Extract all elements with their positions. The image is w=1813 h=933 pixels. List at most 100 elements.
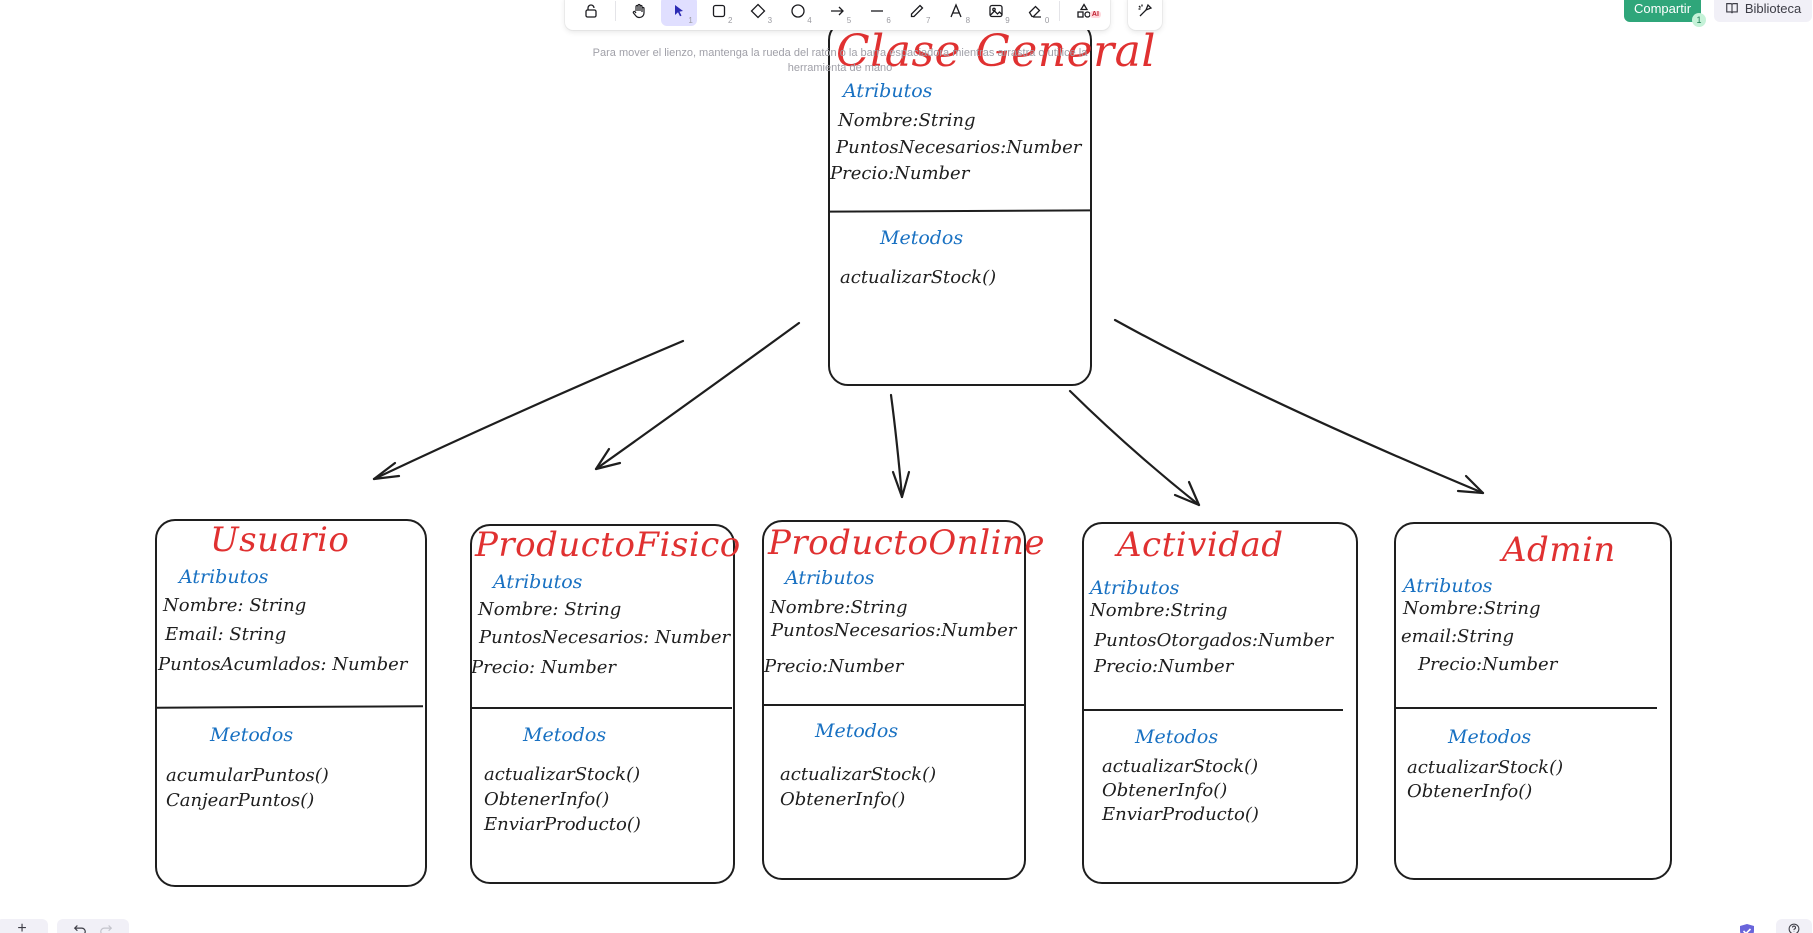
eraser-icon [1029, 5, 1042, 18]
class-box-admin[interactable] [1394, 522, 1672, 880]
attribute-line: Nombre:String [1090, 600, 1228, 621]
diamond-icon [750, 3, 766, 19]
class-box-productofisico[interactable] [470, 524, 735, 884]
arrow-to-productofisico[interactable] [594, 321, 801, 471]
attributes-label-productofisico: Atributos [493, 571, 583, 593]
attribute-line: Nombre:String [838, 110, 976, 131]
rectangle-tool-button[interactable]: 2 [701, 0, 737, 26]
toolbar-divider [1059, 1, 1061, 21]
arrow-to-admin[interactable] [1113, 318, 1485, 495]
class-box-usuario[interactable] [155, 519, 427, 887]
class-box-actividad[interactable] [1082, 522, 1358, 884]
book-icon [1725, 3, 1738, 14]
arrow-to-productoonline[interactable] [889, 393, 911, 499]
library-button[interactable]: Biblioteca [1714, 0, 1812, 22]
arrow-to-usuario[interactable] [372, 339, 685, 481]
attributes-label-admin: Atributos [1403, 575, 1493, 597]
attribute-line: Nombre: String [478, 599, 622, 620]
class-title-productoonline: ProductoOnline [768, 523, 1045, 563]
diamond-tool-button[interactable]: 3 [740, 0, 776, 26]
tool-shortcut: 2 [727, 16, 733, 25]
pointer-icon [675, 5, 683, 17]
methods-label-usuario: Metodos [210, 724, 294, 746]
toolbar-divider [614, 1, 616, 21]
redo-icon[interactable] [99, 922, 113, 933]
class-title-general: Clase General [836, 26, 1156, 77]
tool-shortcut: 1 [688, 16, 693, 25]
class-box-productoonline[interactable] [762, 520, 1026, 880]
shapes-ai-tool-button[interactable]: AI [1066, 0, 1102, 26]
collaborator-count-badge: 1 [1692, 13, 1706, 27]
eraser-tool-button[interactable]: 0 [1018, 0, 1054, 26]
selection-tool-button[interactable]: 1 [661, 0, 697, 26]
ellipse-tool-button[interactable]: 4 [780, 0, 816, 26]
attributes-label-actividad: Atributos [1090, 577, 1180, 599]
main-toolbar: 1 2 3 4 5 6 7 8 9 0 AI [565, 0, 1110, 30]
arrow-right-icon [831, 6, 845, 16]
unlock-icon [585, 4, 597, 18]
ellipse-icon [791, 4, 805, 18]
method-line: ObtenerInfo() [780, 789, 906, 810]
divider-productoonline [763, 704, 1024, 706]
laser-tool-button[interactable] [1128, 0, 1162, 30]
tool-shortcut: 7 [926, 16, 931, 25]
lock-tool-button[interactable] [573, 0, 609, 26]
canvas-hint: Para mover el lienzo, mantenga la rueda … [592, 47, 1088, 74]
tool-shortcut: 8 [965, 16, 971, 25]
arrow-tool-button[interactable]: 5 [820, 0, 856, 26]
hand-tool-button[interactable] [622, 0, 658, 26]
share-button[interactable]: Compartir 1 [1624, 0, 1706, 27]
attribute-line: PuntosAcumlados: Number [158, 654, 408, 675]
pencil-tool-button[interactable]: 7 [899, 0, 935, 26]
methods-label-general: Metodos [880, 227, 964, 249]
image-tool-button[interactable]: 9 [978, 0, 1014, 26]
attribute-line: PuntosNecesarios:Number [836, 137, 1082, 158]
text-icon [950, 3, 962, 18]
attributes-label-productoonline: Atributos [785, 567, 875, 589]
attribute-line: Precio:Number [830, 163, 970, 184]
shield-check-icon[interactable] [1739, 924, 1755, 933]
arrow-to-actividad[interactable] [1068, 389, 1201, 507]
method-line: actualizarStock() [1407, 757, 1564, 778]
attribute-line: Precio:Number [1418, 654, 1558, 675]
attribute-line: PuntosNecesarios: Number [479, 627, 731, 648]
undo-icon[interactable] [73, 922, 87, 933]
method-line: ObtenerInfo() [484, 789, 610, 810]
method-line: acumularPuntos() [166, 765, 329, 786]
methods-label-productofisico: Metodos [523, 724, 607, 746]
attributes-label-general: Atributos [843, 80, 933, 102]
method-line: actualizarStock() [780, 764, 937, 785]
method-line: EnviarProducto() [1102, 804, 1259, 825]
divider-admin [1395, 707, 1657, 709]
ai-badge: AI [1089, 11, 1101, 18]
methods-label-actividad: Metodos [1135, 726, 1219, 748]
method-line: actualizarStock() [840, 267, 997, 288]
method-line: ObtenerInfo() [1102, 780, 1228, 801]
attribute-line: email:String [1401, 626, 1515, 647]
hand-icon [633, 3, 645, 19]
tool-shortcut: 6 [886, 16, 891, 25]
rectangle-icon [712, 4, 725, 18]
methods-label-productoonline: Metodos [815, 720, 899, 742]
image-icon [989, 4, 1003, 18]
attribute-line: PuntosNecesarios:Number [771, 620, 1017, 641]
attribute-line: PuntosOtorgados:Number [1094, 630, 1334, 651]
attribute-line: Precio:Number [764, 656, 904, 677]
attribute-line: Precio: Number [471, 657, 617, 678]
library-button-label: Biblioteca [1744, 0, 1802, 16]
text-tool-button[interactable]: 8 [938, 0, 974, 26]
share-button-label: Compartir [1633, 0, 1692, 16]
attributes-label-usuario: Atributos [179, 566, 269, 588]
method-line: EnviarProducto() [484, 814, 641, 835]
attribute-line: Email: String [165, 624, 287, 645]
zoom-in-button[interactable]: + [0, 919, 48, 933]
attribute-line: Nombre: String [163, 595, 307, 616]
methods-label-admin: Metodos [1448, 726, 1532, 748]
line-tool-button[interactable]: 6 [859, 0, 895, 26]
help-button[interactable] [1776, 919, 1812, 933]
line-icon [871, 10, 884, 12]
pencil-icon [910, 4, 924, 18]
tool-shortcut: 5 [846, 16, 852, 25]
